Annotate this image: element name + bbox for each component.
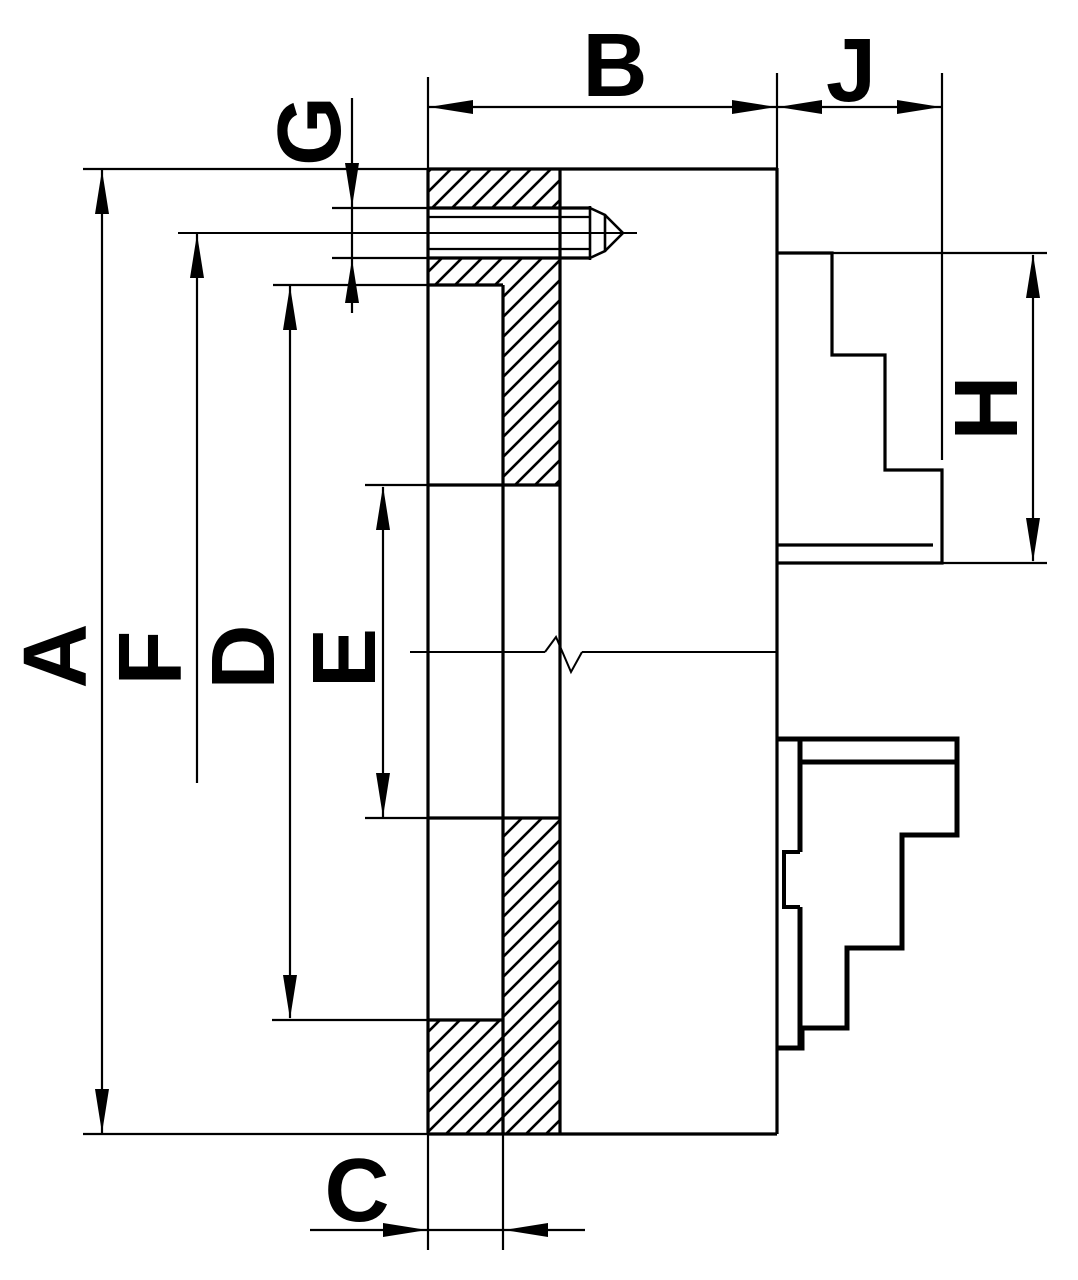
bottom-jaw-stepped-profile (777, 736, 960, 1051)
top-jaw-stepped-profile (777, 251, 944, 565)
dimension-label-b: B (583, 16, 648, 116)
dimension-label-f: F (101, 631, 201, 686)
dimension-label-e: E (295, 628, 395, 688)
extension-line-segments (83, 73, 1047, 1250)
center-line (410, 634, 777, 675)
dimension-label-c: C (325, 1141, 390, 1241)
axis-line-with-break (410, 634, 777, 675)
hatched-regions (428, 170, 560, 1135)
bottom-jaw-guide-key (782, 850, 800, 909)
dimension-lines (100, 98, 1035, 1232)
dimension-label-d: D (194, 625, 294, 690)
bottom-jaw-reversed (777, 736, 960, 1051)
bottom-jaw-inner-lines (797, 739, 955, 1048)
dimension-label-g: G (260, 96, 360, 166)
mounting-bolt (178, 206, 637, 260)
dimension-label-a: A (6, 624, 106, 689)
top-jaw (777, 251, 944, 565)
bolt-thread-outer-lines (428, 206, 590, 260)
dimension-label-h: H (937, 376, 1037, 441)
bolt-thread-minor-lines (428, 215, 591, 251)
dimension-label-j: J (826, 21, 876, 121)
dimension-labels: A F D E G H B J C (6, 16, 1037, 1241)
extension-lines (83, 73, 1047, 1250)
section-hatching (428, 170, 560, 1135)
